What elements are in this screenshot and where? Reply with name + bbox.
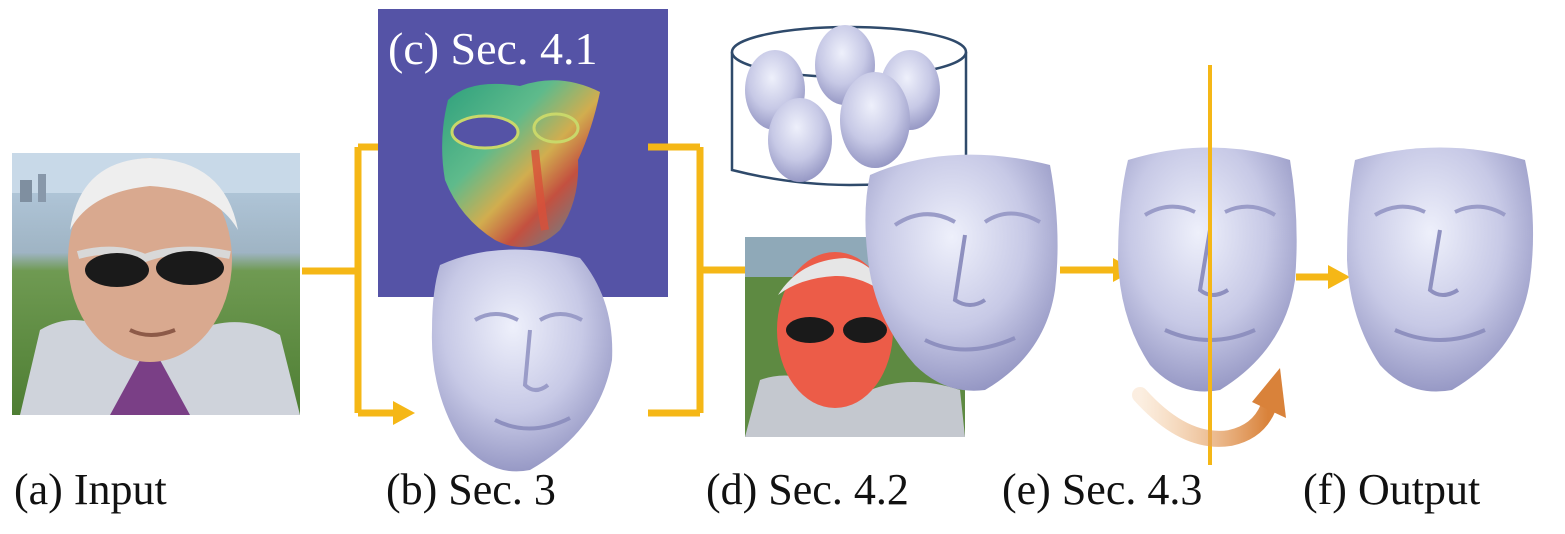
caption-e: (e) Sec. 4.3 (1002, 465, 1203, 514)
output-mesh-face (1347, 147, 1534, 392)
caption-c: (c) Sec. 4.1 (388, 23, 598, 74)
fitted-mesh-face (865, 154, 1058, 391)
branch-arrows-a-to-b (302, 143, 395, 417)
caption-a: (a) Input (14, 465, 167, 514)
heatmap-panel (378, 9, 668, 297)
caption-b: (b) Sec. 3 (386, 465, 556, 514)
coarse-mesh-face (431, 249, 613, 472)
arrowhead (393, 401, 415, 425)
input-photo (12, 153, 300, 415)
caption-f: (f) Output (1303, 465, 1481, 514)
face-database-cylinder (730, 25, 968, 187)
caption-d: (d) Sec. 4.2 (706, 465, 909, 514)
curved-arrow-icon (1132, 368, 1286, 447)
arrowhead (1328, 265, 1350, 289)
refined-mesh-face (1118, 147, 1297, 392)
